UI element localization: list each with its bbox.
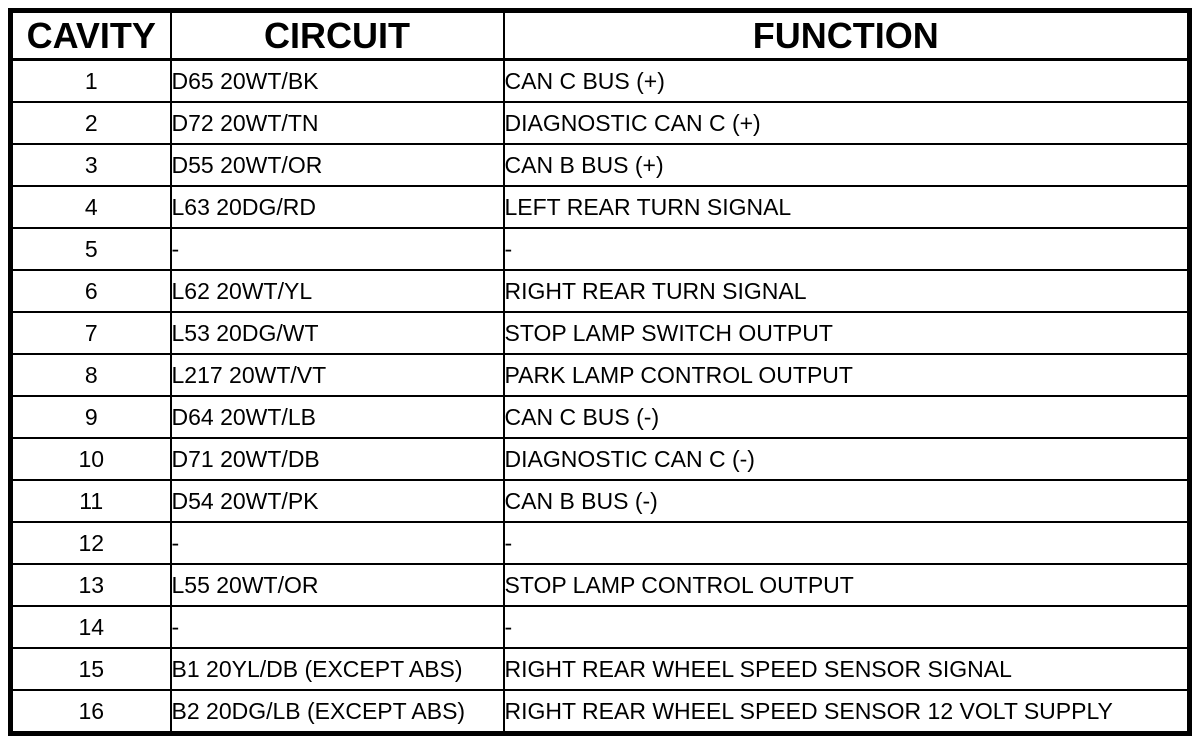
function-cell: RIGHT REAR TURN SIGNAL — [502, 269, 1191, 313]
cavity-cell: 8 — [9, 353, 172, 397]
cavity-cell: 3 — [9, 143, 172, 187]
function-cell: STOP LAMP CONTROL OUTPUT — [502, 563, 1191, 607]
cavity-cell: 4 — [9, 185, 172, 229]
table-row: 1 D65 20WT/BK CAN C BUS (+) — [9, 58, 1191, 103]
cavity-cell: 13 — [9, 563, 172, 607]
table-row: 2 D72 20WT/TN DIAGNOSTIC CAN C (+) — [9, 101, 1191, 145]
circuit-cell: L53 20DG/WT — [169, 311, 505, 355]
table-row: 6 L62 20WT/YL RIGHT REAR TURN SIGNAL — [9, 269, 1191, 313]
function-cell: RIGHT REAR WHEEL SPEED SENSOR SIGNAL — [502, 647, 1191, 691]
table-row: 9 D64 20WT/LB CAN C BUS (-) — [9, 395, 1191, 439]
connector-pinout-table: CAVITY CIRCUIT FUNCTION 1 D65 20WT/BK CA… — [8, 8, 1192, 736]
circuit-cell: - — [169, 227, 505, 271]
table-row: 12 - - — [9, 521, 1191, 565]
function-cell: - — [502, 605, 1191, 649]
circuit-cell: - — [169, 521, 505, 565]
cavity-cell: 15 — [9, 647, 172, 691]
cavity-cell: 11 — [9, 479, 172, 523]
circuit-cell: L62 20WT/YL — [169, 269, 505, 313]
function-cell: DIAGNOSTIC CAN C (-) — [502, 437, 1191, 481]
function-cell: CAN C BUS (+) — [502, 58, 1191, 103]
table-row: 3 D55 20WT/OR CAN B BUS (+) — [9, 143, 1191, 187]
cavity-cell: 6 — [9, 269, 172, 313]
cavity-cell: 16 — [9, 689, 172, 735]
circuit-cell: B2 20DG/LB (EXCEPT ABS) — [169, 689, 505, 735]
table-row: 4 L63 20DG/RD LEFT REAR TURN SIGNAL — [9, 185, 1191, 229]
circuit-cell: D54 20WT/PK — [169, 479, 505, 523]
cavity-cell: 9 — [9, 395, 172, 439]
circuit-cell: D64 20WT/LB — [169, 395, 505, 439]
circuit-cell: L55 20WT/OR — [169, 563, 505, 607]
circuit-cell: B1 20YL/DB (EXCEPT ABS) — [169, 647, 505, 691]
cavity-cell: 10 — [9, 437, 172, 481]
table-row: 7 L53 20DG/WT STOP LAMP SWITCH OUTPUT — [9, 311, 1191, 355]
column-header-circuit: CIRCUIT — [169, 9, 505, 61]
cavity-cell: 7 — [9, 311, 172, 355]
function-cell: DIAGNOSTIC CAN C (+) — [502, 101, 1191, 145]
table-row: 8 L217 20WT/VT PARK LAMP CONTROL OUTPUT — [9, 353, 1191, 397]
circuit-cell: D65 20WT/BK — [169, 58, 505, 103]
function-cell: - — [502, 227, 1191, 271]
table-row: 13 L55 20WT/OR STOP LAMP CONTROL OUTPUT — [9, 563, 1191, 607]
function-cell: CAN B BUS (+) — [502, 143, 1191, 187]
cavity-cell: 2 — [9, 101, 172, 145]
cavity-cell: 5 — [9, 227, 172, 271]
table-header: CAVITY CIRCUIT FUNCTION — [9, 9, 1191, 61]
table-row: 14 - - — [9, 605, 1191, 649]
cavity-cell: 1 — [9, 58, 172, 103]
cavity-cell: 12 — [9, 521, 172, 565]
function-cell: STOP LAMP SWITCH OUTPUT — [502, 311, 1191, 355]
function-cell: - — [502, 521, 1191, 565]
circuit-cell: D55 20WT/OR — [169, 143, 505, 187]
table-row: 11 D54 20WT/PK CAN B BUS (-) — [9, 479, 1191, 523]
circuit-cell: D71 20WT/DB — [169, 437, 505, 481]
column-header-function: FUNCTION — [502, 9, 1191, 61]
function-cell: CAN C BUS (-) — [502, 395, 1191, 439]
circuit-cell: L217 20WT/VT — [169, 353, 505, 397]
circuit-cell: D72 20WT/TN — [169, 101, 505, 145]
table-body: 1 D65 20WT/BK CAN C BUS (+) 2 D72 20WT/T… — [9, 58, 1191, 735]
circuit-cell: - — [169, 605, 505, 649]
circuit-cell: L63 20DG/RD — [169, 185, 505, 229]
function-cell: PARK LAMP CONTROL OUTPUT — [502, 353, 1191, 397]
table-row: 15 B1 20YL/DB (EXCEPT ABS) RIGHT REAR WH… — [9, 647, 1191, 691]
cavity-cell: 14 — [9, 605, 172, 649]
function-cell: LEFT REAR TURN SIGNAL — [502, 185, 1191, 229]
table-row: 5 - - — [9, 227, 1191, 271]
table-row: 10 D71 20WT/DB DIAGNOSTIC CAN C (-) — [9, 437, 1191, 481]
function-cell: CAN B BUS (-) — [502, 479, 1191, 523]
column-header-cavity: CAVITY — [9, 9, 172, 61]
table-row: 16 B2 20DG/LB (EXCEPT ABS) RIGHT REAR WH… — [9, 689, 1191, 735]
header-row: CAVITY CIRCUIT FUNCTION — [9, 9, 1191, 61]
function-cell: RIGHT REAR WHEEL SPEED SENSOR 12 VOLT SU… — [502, 689, 1191, 735]
